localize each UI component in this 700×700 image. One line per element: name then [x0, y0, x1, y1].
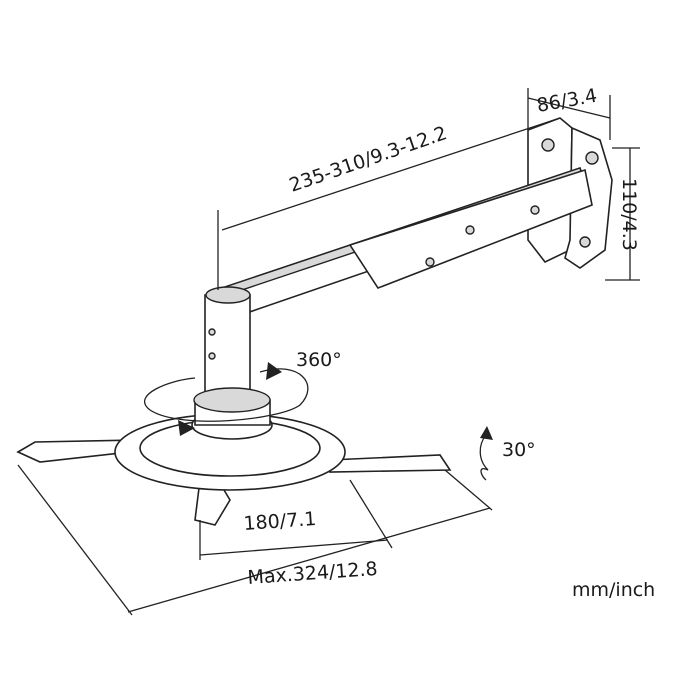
- swivel-arrowhead-icon: [266, 362, 282, 380]
- tilt-arrow: [479, 434, 489, 481]
- tilt-label: 30°: [502, 439, 536, 461]
- units-label: mm/inch: [572, 579, 655, 601]
- swivel-arrow: [143, 368, 309, 422]
- swivel-label: 360°: [296, 349, 342, 371]
- wall-plate-height-label: 110/4.3: [618, 178, 640, 251]
- max-span-label: Max.324/12.8: [247, 558, 379, 589]
- extension-arm: [220, 166, 593, 320]
- plate-diameter-label: 180/7.1: [243, 508, 317, 535]
- arm-extension-label: 235-310/9.3-12.2: [286, 122, 449, 197]
- wall-plate-depth-label: 86/3.4: [535, 85, 599, 117]
- round-plate: [114, 387, 346, 491]
- legs: [16, 439, 452, 526]
- dimension-lines: [17, 88, 640, 616]
- swivel-arrowhead-icon: [178, 420, 195, 436]
- tilt-arrowhead-icon: [480, 426, 493, 440]
